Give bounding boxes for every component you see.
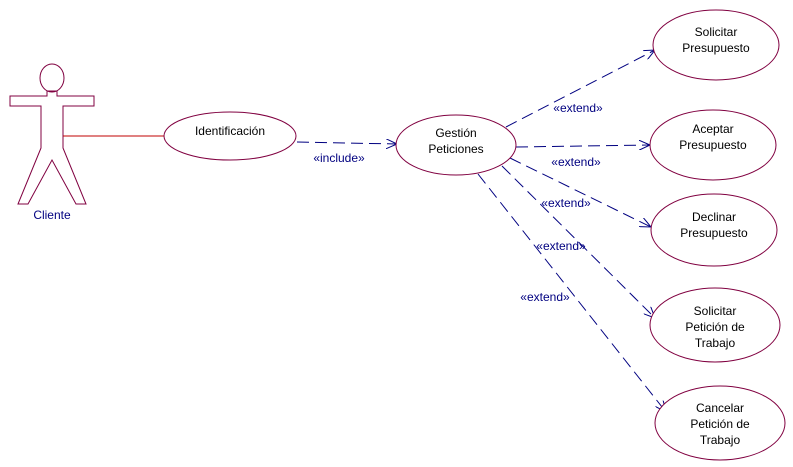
- use-case-identificacion[interactable]: Identificación: [163, 111, 297, 161]
- use-case-aceptar-presupuesto[interactable]: Aceptar Presupuesto: [649, 109, 777, 181]
- extend-label-1: «extend»: [553, 101, 603, 115]
- use-case-label: Cancelar: [696, 401, 744, 415]
- use-case-label: Trabajo: [700, 433, 741, 447]
- actor-label: Cliente: [33, 208, 71, 222]
- use-case-solicitar-peticion-trabajo[interactable]: Solicitar Petición de Trabajo: [649, 287, 781, 363]
- actor-figure: [9, 63, 95, 205]
- use-case-label: Presupuesto: [682, 41, 750, 55]
- extend-line-5: [477, 173, 666, 412]
- use-case-label: Peticiones: [428, 142, 483, 156]
- extend-label-3: «extend»: [541, 196, 591, 210]
- extend-line-3: [509, 157, 651, 227]
- extend-label-2: «extend»: [551, 155, 601, 169]
- use-case-label: Trabajo: [695, 336, 736, 350]
- extend-line-1: [505, 50, 655, 128]
- use-case-label: Presupuesto: [679, 138, 747, 152]
- use-case-declinar-presupuesto[interactable]: Declinar Presupuesto: [650, 193, 778, 267]
- include-label: «include»: [313, 151, 365, 165]
- use-case-label: Gestión: [435, 126, 476, 140]
- use-case-label: Identificación: [195, 124, 265, 138]
- use-case-cancelar-peticion-trabajo[interactable]: Cancelar Petición de Trabajo: [654, 385, 786, 461]
- use-case-label: Declinar: [692, 210, 736, 224]
- use-case-label: Petición de: [685, 320, 745, 334]
- use-case-label: Solicitar: [695, 25, 738, 39]
- extend-line-2: [515, 145, 650, 147]
- use-case-label: Solicitar: [694, 304, 737, 318]
- use-case-label: Petición de: [690, 417, 750, 431]
- extend-label-4: «extend»: [536, 239, 586, 253]
- use-case-label: Aceptar: [692, 122, 733, 136]
- include-line: [296, 142, 397, 144]
- actor-cliente[interactable]: Cliente: [9, 63, 95, 222]
- use-case-label: Presupuesto: [680, 226, 748, 240]
- use-case-solicitar-presupuesto[interactable]: Solicitar Presupuesto: [652, 9, 780, 81]
- extend-label-5: «extend»: [520, 290, 570, 304]
- use-case-gestion-peticiones[interactable]: Gestión Peticiones: [395, 114, 517, 176]
